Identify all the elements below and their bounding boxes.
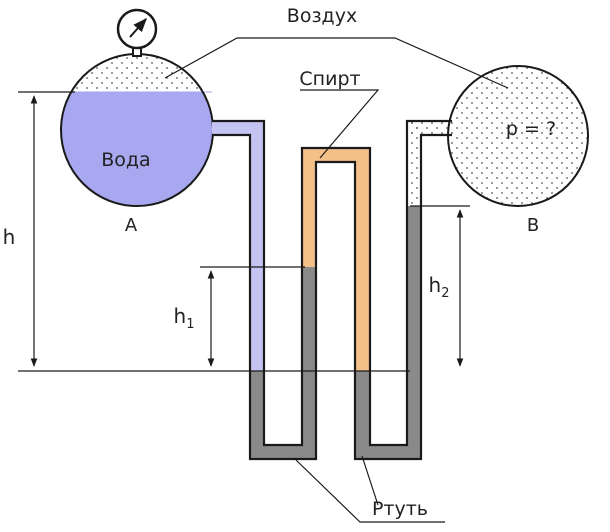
pressure-gauge-icon bbox=[116, 8, 158, 57]
air-label: Воздух bbox=[287, 5, 357, 27]
tube-fills bbox=[212, 121, 452, 459]
h2-label: h2 bbox=[429, 273, 450, 301]
h-label: h bbox=[3, 225, 16, 249]
vessel-b-label: В bbox=[527, 215, 539, 236]
dimension-lines bbox=[18, 91, 470, 372]
vessel-a bbox=[60, 53, 214, 207]
alcohol-label: Спирт bbox=[299, 68, 360, 90]
vessel-a-label: А bbox=[125, 215, 138, 236]
water-label: Вода bbox=[101, 149, 150, 171]
pressure-label: p = ? bbox=[506, 118, 556, 140]
leader-lines bbox=[164, 37, 509, 523]
h1-label: h1 bbox=[174, 304, 195, 332]
tube-outline bbox=[212, 119, 452, 461]
mercury-label: Ртуть bbox=[372, 498, 428, 520]
